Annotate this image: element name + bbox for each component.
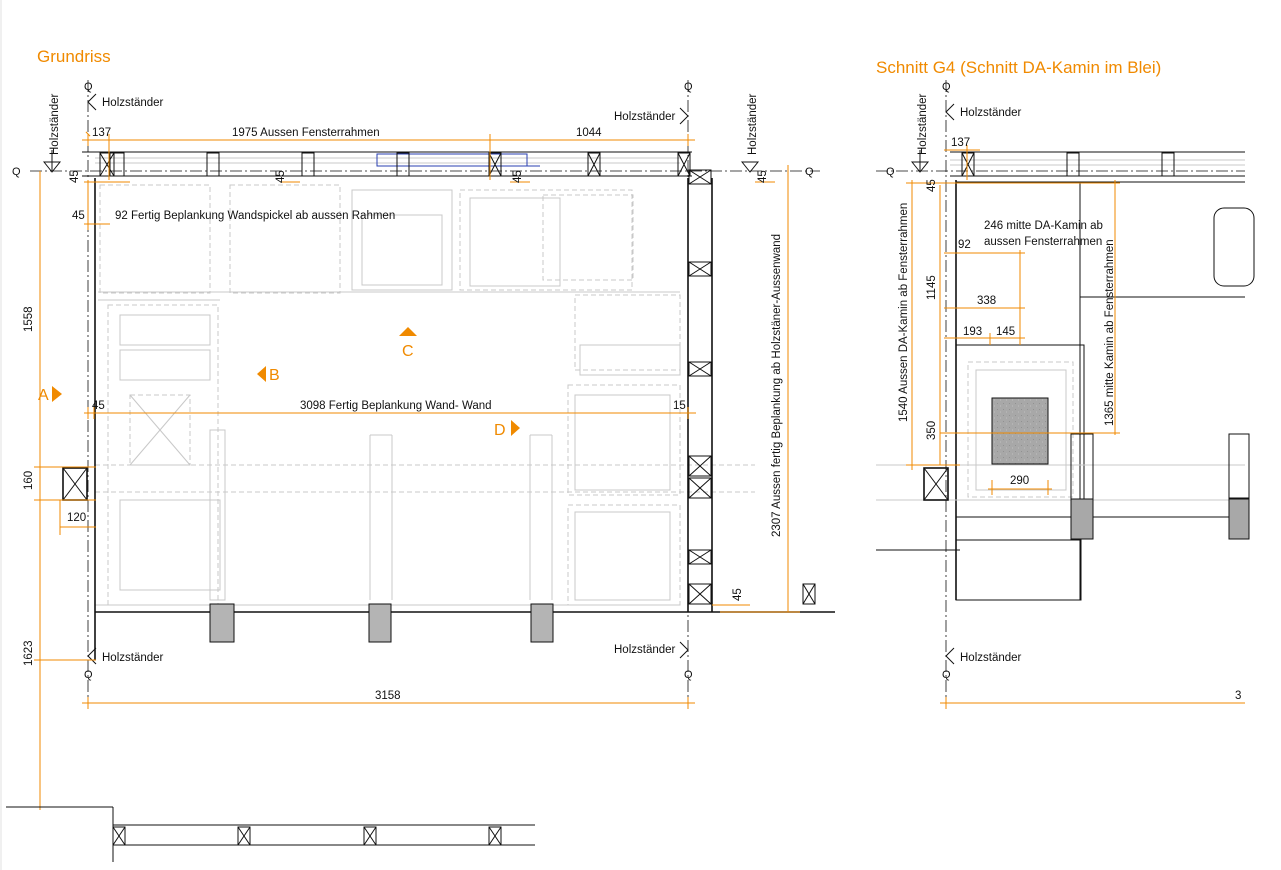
section-marker-c: C [402,343,414,360]
plan-dimension-lines [34,131,800,810]
plan-interior-lines [95,157,755,606]
section-dim-92: 92 [958,239,971,251]
section-dim-1145: 1145 [926,275,938,300]
holz-label-bottom-right: Holzständer [614,644,676,656]
section-dim-137: 137 [951,137,970,149]
section-view: Schnitt G4 (Schnitt DA-Kamin im Blei) Q … [876,58,1255,709]
section-marker-a-arrow [52,386,62,402]
section-holz-vertical: Holzständer [917,93,929,155]
section-holz-bottom: Holzständer [960,652,1022,664]
dim-1623: 1623 [23,640,35,666]
section-dim-1365: 1365 mitte Kamin ab Fensterrahmen [1104,239,1116,426]
right-wall-studs [688,169,816,605]
dim-3158: 3158 [375,690,401,702]
svg-text:Q: Q [942,81,951,93]
section-marker-c-arrow [399,327,417,336]
dim-45-e: 45 [72,210,85,222]
axis-q-left: Q [12,166,21,178]
section-dim-350: 350 [926,421,938,440]
holz-label-top-left: Holzständer [102,97,164,109]
section-dim-290: 290 [1010,475,1029,487]
window-posts [99,152,691,177]
post-3 [530,603,554,643]
dim-45-c: 45 [512,170,524,183]
section-marker-a: A [38,387,49,404]
holz-label-bottom-left: Holzständer [102,652,164,664]
section-dimension-lines [906,145,1245,709]
section-dim-246-line2: aussen Fensterrahmen [984,236,1102,248]
dim-45-a: 45 [69,170,81,183]
dim-45-g: 45 [732,588,744,601]
section-dim-338: 338 [977,295,996,307]
dim-137: 137 [92,127,111,139]
svg-text:Q: Q [942,669,951,681]
dim-45-f: 45 [92,400,105,412]
dim-1558: 1558 [23,306,35,332]
dim-120: 120 [67,512,86,524]
holz-label-left-vertical: Holzständer [49,93,61,155]
floor-plan: Grundriss [6,47,835,862]
dim-1975: 1975 Aussen Fensterrahmen [232,127,380,139]
section-dim-145: 145 [996,326,1015,338]
dim-1044: 1044 [576,127,602,139]
post-1 [209,603,235,643]
section-post [1070,498,1094,540]
dim-3098: 3098 Fertig Beplankung Wand- Wand [300,400,492,412]
svg-text:Q: Q [84,669,93,681]
holz-label-top-right: Holzständer [614,111,676,123]
section-marker-d-arrow [511,420,520,436]
dim-45-b: 45 [275,170,287,183]
section-axis-q: Q [886,166,895,178]
section-marker-b-arrow [257,366,266,382]
dim-92: 92 Fertig Beplankung Wandspickel ab auss… [115,210,395,222]
section-dim-246-line1: 246 mitte DA-Kamin ab [984,220,1103,232]
section-dim-1540: 1540 Aussen DA-Kamin ab Fensterrahmen [898,203,910,422]
dim-15: 15 [673,400,686,412]
holz-label-right-vertical: Holzständer [747,93,759,155]
section-dim-193: 193 [963,326,982,338]
svg-text:Q: Q [684,81,693,93]
svg-text:Q: Q [684,669,693,681]
chimney-core [991,397,1049,465]
section-marker-b: B [269,367,280,384]
svg-text:Q: Q [84,81,93,93]
holzstaender-flags: Holzständer Holzständer Holzständer Holz… [42,93,760,665]
section-dim-3: 3 [1235,690,1241,702]
section-holz-top: Holzständer [960,107,1022,119]
dim-160: 160 [23,471,35,490]
dim-45-d: 45 [757,170,769,183]
post-2 [368,603,392,643]
section-dim-45: 45 [926,179,938,192]
section-title: Schnitt G4 (Schnitt DA-Kamin im Blei) [876,58,1161,77]
lower-section [6,806,535,862]
window-opening [376,153,528,167]
section-marker-d: D [494,422,506,439]
axis-q-right: Q [805,166,814,178]
section-stud [923,467,949,501]
dim-2307: 2307 Aussen fertig Beplankung ab Holzstä… [771,234,783,537]
plan-title: Grundriss [37,47,111,66]
